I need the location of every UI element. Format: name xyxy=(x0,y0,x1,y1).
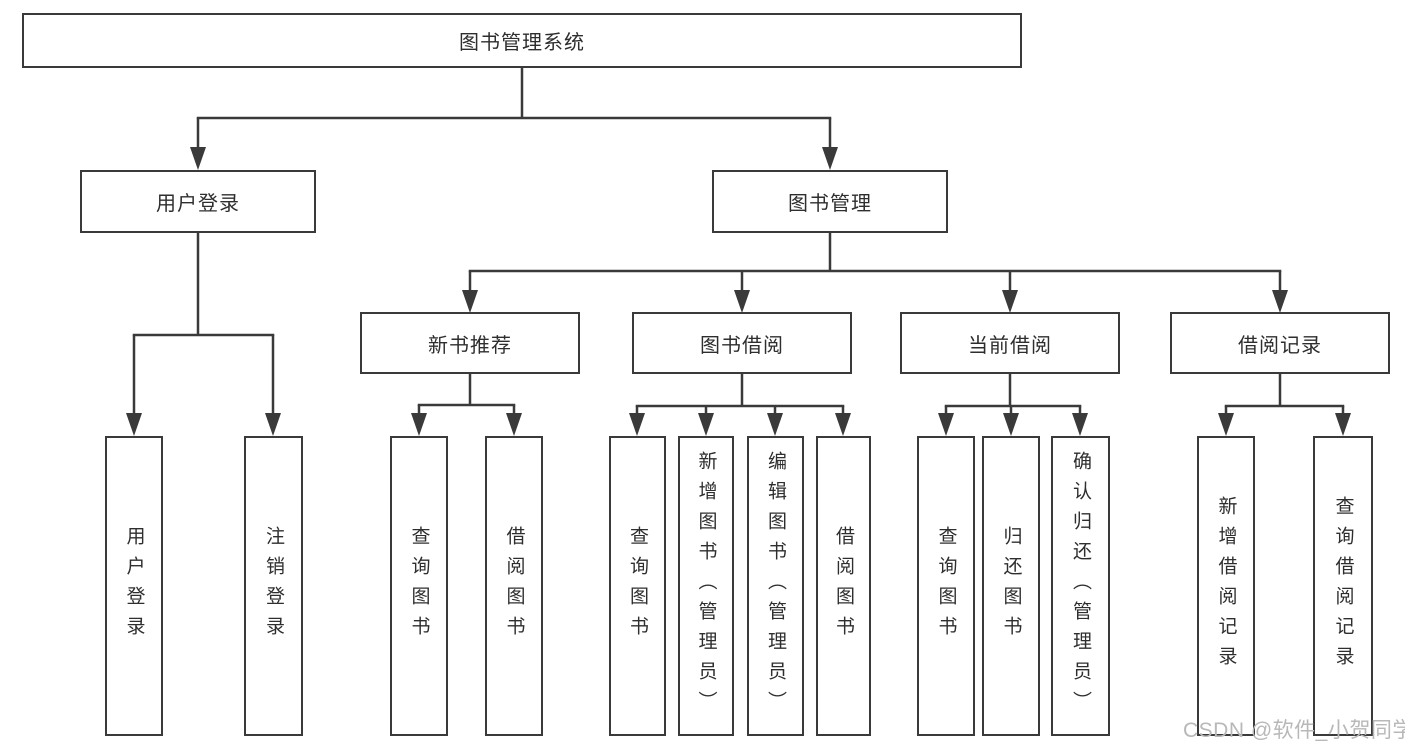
node-user-login: 用户登录 xyxy=(80,170,316,233)
node-leaf-query-books-borrow-label: 查询图书 xyxy=(627,526,648,646)
node-user-login-label: 用户登录 xyxy=(156,193,240,215)
node-leaf-logout: 注销登录 xyxy=(244,436,303,736)
node-new-book-recommend-label: 新书推荐 xyxy=(428,334,512,357)
node-leaf-borrow-book-label: 借阅图书 xyxy=(833,526,854,646)
node-root: 图书管理系统 xyxy=(22,13,1022,68)
node-root-label: 图书管理系统 xyxy=(459,32,585,54)
node-new-book-recommend: 新书推荐 xyxy=(360,312,580,374)
node-leaf-query-books-current-label: 查询图书 xyxy=(935,526,957,646)
node-leaf-add-book-admin: 新增图书（管理员） xyxy=(678,436,734,736)
node-book-borrow-label: 图书借阅 xyxy=(700,334,784,357)
node-book-management-label: 图书管理 xyxy=(788,193,872,215)
node-leaf-add-book-admin-label: 新增图书（管理员） xyxy=(695,451,717,721)
node-leaf-query-books-recommend: 查询图书 xyxy=(390,436,448,736)
node-leaf-add-borrow-record: 新增借阅记录 xyxy=(1197,436,1255,736)
node-leaf-return-book-label: 归还图书 xyxy=(1000,526,1022,646)
node-book-borrow: 图书借阅 xyxy=(632,312,852,374)
node-borrow-records-label: 借阅记录 xyxy=(1238,334,1322,357)
node-borrow-records: 借阅记录 xyxy=(1170,312,1390,374)
node-leaf-query-borrow-record-label: 查询借阅记录 xyxy=(1332,496,1354,676)
node-leaf-user-login-label: 用户登录 xyxy=(123,526,145,646)
node-leaf-user-login: 用户登录 xyxy=(105,436,163,736)
arrowhead-icons xyxy=(126,147,1351,436)
node-leaf-query-borrow-record: 查询借阅记录 xyxy=(1313,436,1373,736)
node-leaf-return-book: 归还图书 xyxy=(982,436,1040,736)
node-book-management: 图书管理 xyxy=(712,170,948,233)
node-leaf-borrow-book: 借阅图书 xyxy=(816,436,871,736)
node-leaf-query-books-borrow: 查询图书 xyxy=(609,436,666,736)
node-leaf-query-books-current: 查询图书 xyxy=(917,436,975,736)
node-current-borrow: 当前借阅 xyxy=(900,312,1120,374)
node-current-borrow-label: 当前借阅 xyxy=(968,334,1052,357)
node-leaf-borrow-book-recommend: 借阅图书 xyxy=(485,436,543,736)
node-leaf-confirm-return-admin: 确认归还（管理员） xyxy=(1051,436,1110,736)
node-leaf-confirm-return-admin-label: 确认归还（管理员） xyxy=(1070,451,1091,721)
node-leaf-query-books-recommend-label: 查询图书 xyxy=(408,526,430,646)
node-leaf-edit-book-admin: 编辑图书（管理员） xyxy=(747,436,804,736)
csdn-watermark: CSDN @软件_小贺同学 xyxy=(1183,719,1405,742)
node-leaf-borrow-book-recommend-label: 借阅图书 xyxy=(503,526,525,646)
node-leaf-edit-book-admin-label: 编辑图书（管理员） xyxy=(765,451,786,721)
node-leaf-logout-label: 注销登录 xyxy=(263,526,284,646)
node-leaf-add-borrow-record-label: 新增借阅记录 xyxy=(1215,496,1237,676)
